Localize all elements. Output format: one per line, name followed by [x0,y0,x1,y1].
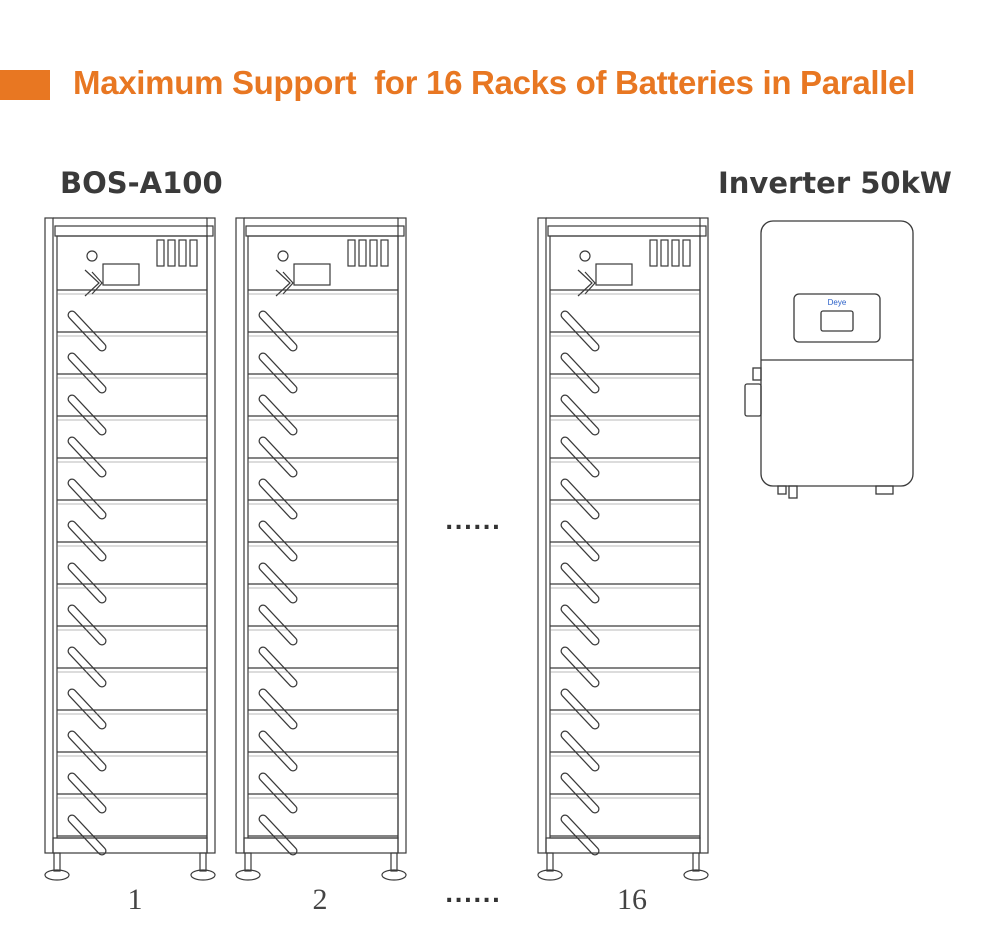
inverter-label: Inverter 50kW [718,166,952,200]
accent-bar [0,70,50,100]
inverter-brand: Deye [828,298,847,307]
ellipsis-bottom: ...... [445,883,502,908]
battery-rack-2 [235,217,407,881]
battery-rack-1 [44,217,216,881]
rack-number-1: 1 [127,883,143,916]
rack-number-2: 2 [312,883,328,916]
battery-model-label: BOS-A100 [60,166,223,200]
page-title: Maximum Support for 16 Racks of Batterie… [73,64,916,101]
battery-rack-16 [537,217,709,881]
inverter-icon [744,220,914,499]
ellipsis-middle: ...... [445,510,502,535]
rack-number-16: 16 [617,883,647,916]
